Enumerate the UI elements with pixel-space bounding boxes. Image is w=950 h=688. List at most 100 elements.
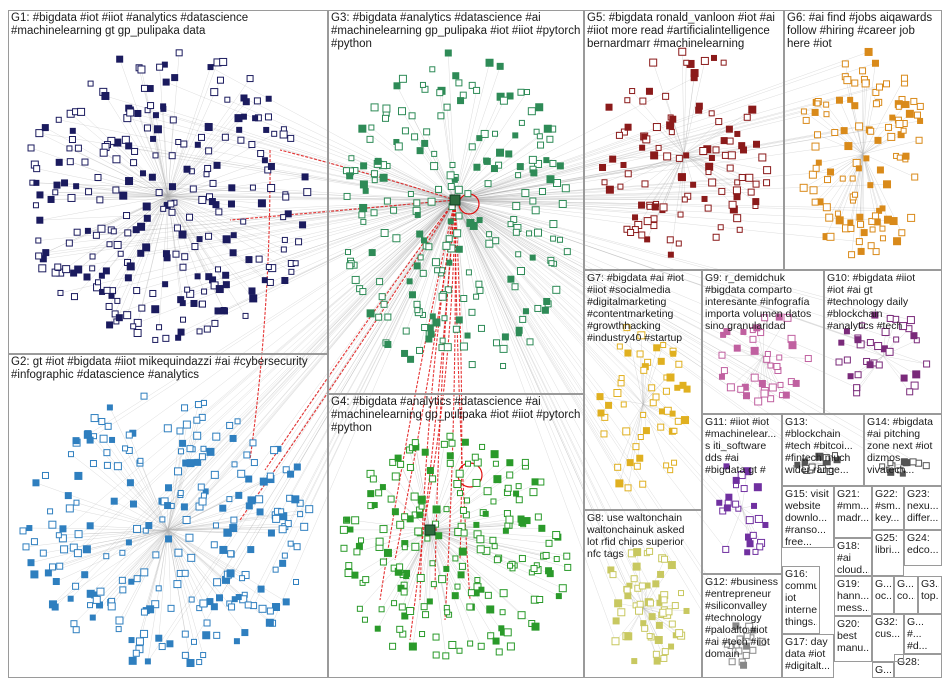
graph-node[interactable] bbox=[55, 116, 62, 123]
graph-node[interactable] bbox=[541, 306, 549, 314]
graph-node[interactable] bbox=[762, 521, 769, 528]
graph-node[interactable] bbox=[379, 558, 387, 566]
graph-node[interactable] bbox=[134, 109, 142, 117]
graph-node[interactable] bbox=[507, 275, 515, 283]
graph-node[interactable] bbox=[705, 169, 712, 176]
graph-node[interactable] bbox=[123, 212, 131, 220]
graph-node[interactable] bbox=[280, 246, 287, 253]
graph-node[interactable] bbox=[220, 307, 227, 314]
graph-node[interactable] bbox=[453, 480, 462, 489]
graph-node[interactable] bbox=[635, 606, 644, 615]
graph-node[interactable] bbox=[391, 472, 400, 481]
graph-node[interactable] bbox=[479, 443, 486, 450]
graph-node[interactable] bbox=[105, 302, 113, 310]
graph-node[interactable] bbox=[36, 216, 44, 224]
graph-node[interactable] bbox=[720, 137, 728, 145]
graph-node[interactable] bbox=[413, 199, 421, 207]
graph-node[interactable] bbox=[142, 202, 151, 211]
graph-node[interactable] bbox=[476, 135, 483, 142]
graph-node[interactable] bbox=[167, 200, 175, 208]
graph-node[interactable] bbox=[623, 324, 631, 332]
graph-node[interactable] bbox=[207, 64, 214, 71]
graph-node[interactable] bbox=[443, 343, 452, 352]
graph-node[interactable] bbox=[138, 304, 146, 312]
graph-node[interactable] bbox=[492, 637, 500, 645]
graph-node[interactable] bbox=[353, 548, 361, 556]
graph-node[interactable] bbox=[125, 177, 134, 186]
graph-node[interactable] bbox=[367, 490, 375, 498]
graph-node[interactable] bbox=[438, 575, 447, 584]
graph-node[interactable] bbox=[165, 484, 173, 492]
graph-node[interactable] bbox=[256, 508, 264, 516]
graph-node[interactable] bbox=[212, 522, 219, 529]
graph-node[interactable] bbox=[226, 569, 235, 578]
graph-node[interactable] bbox=[379, 173, 388, 182]
graph-node[interactable] bbox=[517, 88, 525, 96]
graph-node[interactable] bbox=[844, 142, 853, 151]
graph-node[interactable] bbox=[443, 506, 450, 513]
graph-node[interactable] bbox=[609, 155, 617, 163]
graph-node[interactable] bbox=[459, 506, 467, 514]
graph-node[interactable] bbox=[879, 235, 886, 242]
graph-node[interactable] bbox=[467, 640, 474, 647]
graph-node[interactable] bbox=[855, 165, 862, 172]
graph-node[interactable] bbox=[490, 450, 499, 459]
graph-node[interactable] bbox=[906, 316, 915, 325]
graph-node[interactable] bbox=[447, 218, 454, 225]
graph-node[interactable] bbox=[205, 147, 213, 155]
graph-node[interactable] bbox=[432, 651, 440, 659]
graph-node[interactable] bbox=[452, 72, 460, 80]
graph-node[interactable] bbox=[657, 423, 665, 431]
graph-node[interactable] bbox=[501, 333, 509, 341]
graph-node[interactable] bbox=[191, 243, 199, 251]
graph-node[interactable] bbox=[646, 633, 653, 640]
graph-node[interactable] bbox=[675, 629, 684, 638]
graph-node[interactable] bbox=[549, 159, 557, 167]
graph-node[interactable] bbox=[476, 535, 485, 544]
graph-node[interactable] bbox=[73, 228, 81, 236]
graph-node[interactable] bbox=[129, 500, 137, 508]
graph-node[interactable] bbox=[158, 643, 166, 651]
graph-node[interactable] bbox=[301, 173, 309, 181]
graph-node[interactable] bbox=[55, 158, 63, 166]
graph-node[interactable] bbox=[186, 659, 195, 668]
graph-node[interactable] bbox=[446, 452, 454, 460]
graph-node[interactable] bbox=[281, 552, 288, 559]
graph-node[interactable] bbox=[455, 316, 463, 324]
graph-node[interactable] bbox=[126, 479, 134, 487]
graph-node[interactable] bbox=[280, 214, 287, 221]
graph-node[interactable] bbox=[717, 224, 724, 231]
graph-node[interactable] bbox=[712, 146, 720, 154]
graph-node[interactable] bbox=[210, 541, 218, 549]
graph-node[interactable] bbox=[483, 157, 491, 165]
graph-node[interactable] bbox=[186, 289, 195, 298]
graph-node[interactable] bbox=[249, 294, 258, 303]
graph-node[interactable] bbox=[675, 240, 682, 247]
graph-node[interactable] bbox=[194, 141, 201, 148]
graph-node[interactable] bbox=[65, 504, 74, 513]
graph-node[interactable] bbox=[257, 150, 265, 158]
graph-node[interactable] bbox=[742, 392, 750, 400]
graph-node[interactable] bbox=[90, 414, 99, 423]
graph-node[interactable] bbox=[110, 228, 117, 235]
graph-node[interactable] bbox=[219, 57, 228, 66]
graph-node[interactable] bbox=[66, 145, 73, 152]
graph-node[interactable] bbox=[223, 528, 232, 537]
graph-node[interactable] bbox=[212, 432, 221, 441]
graph-node[interactable] bbox=[624, 349, 632, 357]
graph-node[interactable] bbox=[677, 211, 684, 218]
graph-node[interactable] bbox=[561, 184, 570, 193]
graph-node[interactable] bbox=[118, 576, 126, 584]
graph-node[interactable] bbox=[389, 458, 397, 466]
graph-node[interactable] bbox=[461, 438, 469, 446]
graph-node[interactable] bbox=[213, 161, 221, 169]
graph-node[interactable] bbox=[27, 559, 35, 567]
graph-node[interactable] bbox=[827, 168, 835, 176]
graph-node[interactable] bbox=[448, 439, 456, 447]
graph-node[interactable] bbox=[370, 209, 378, 217]
graph-node[interactable] bbox=[245, 475, 253, 483]
graph-node[interactable] bbox=[643, 217, 652, 226]
graph-node[interactable] bbox=[492, 460, 499, 467]
graph-node[interactable] bbox=[740, 146, 748, 154]
graph-node[interactable] bbox=[179, 263, 187, 271]
